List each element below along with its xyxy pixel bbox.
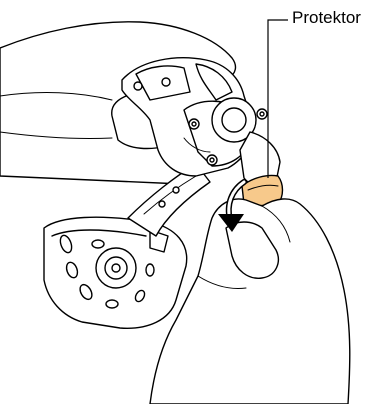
right-hand: [150, 199, 350, 404]
protector-callout-label: Protektor: [292, 8, 361, 28]
derailleur-cage: [44, 217, 187, 328]
